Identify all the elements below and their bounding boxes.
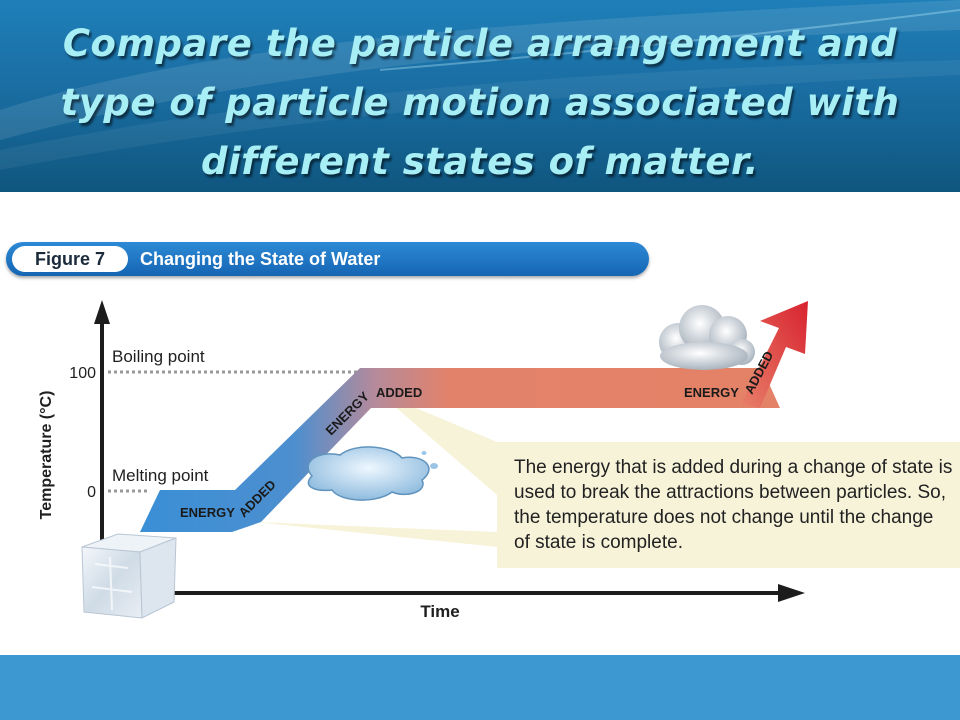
melting-point-label: Melting point bbox=[112, 466, 209, 485]
header-swoosh-decoration bbox=[0, 0, 960, 170]
water-puddle-icon bbox=[307, 446, 438, 501]
slide-title: Compare the particle arrangement and typ… bbox=[40, 14, 920, 191]
callout-box: The energy that is added during a change… bbox=[497, 442, 960, 568]
heating-curve-arrowhead bbox=[741, 301, 808, 408]
callout-pointer bbox=[378, 392, 497, 495]
y-tick-100: 100 bbox=[69, 365, 96, 382]
figure-caption-bar: Figure 7 Changing the State of Water bbox=[6, 242, 649, 276]
callout-pointer bbox=[255, 522, 497, 547]
x-axis-arrowhead bbox=[778, 584, 805, 602]
y-tick-0: 0 bbox=[87, 484, 96, 501]
boiling-point-label: Boiling point bbox=[112, 347, 205, 366]
x-axis-label: Time bbox=[420, 602, 459, 621]
title-line: Compare the particle arrangement and bbox=[62, 22, 898, 65]
title-line: type of particle motion associated with bbox=[60, 81, 900, 124]
title-line: different states of matter. bbox=[201, 140, 759, 183]
ice-cube-icon bbox=[81, 533, 177, 619]
steam-cloud-icon bbox=[659, 305, 755, 370]
band-label-energy: ENERGY bbox=[180, 505, 235, 520]
band-label-added: ADDED bbox=[376, 385, 422, 400]
slide-header: Compare the particle arrangement and typ… bbox=[0, 0, 960, 192]
callout-text: The energy that is added during a change… bbox=[514, 457, 953, 553]
figure-area: Figure 7 Changing the State of Water bbox=[0, 192, 960, 655]
heating-curve-band bbox=[140, 368, 780, 532]
figure-number: Figure 7 bbox=[12, 246, 128, 272]
band-label-energy: ENERGY bbox=[684, 385, 739, 400]
heating-curve-diagram: Temperature (°C) Time 100 0 Boiling poin… bbox=[38, 300, 808, 621]
figure-title: Changing the State of Water bbox=[140, 249, 381, 269]
y-axis-label: Temperature (°C) bbox=[38, 391, 55, 520]
slide-footer bbox=[0, 655, 960, 720]
y-axis-arrowhead bbox=[94, 300, 110, 324]
